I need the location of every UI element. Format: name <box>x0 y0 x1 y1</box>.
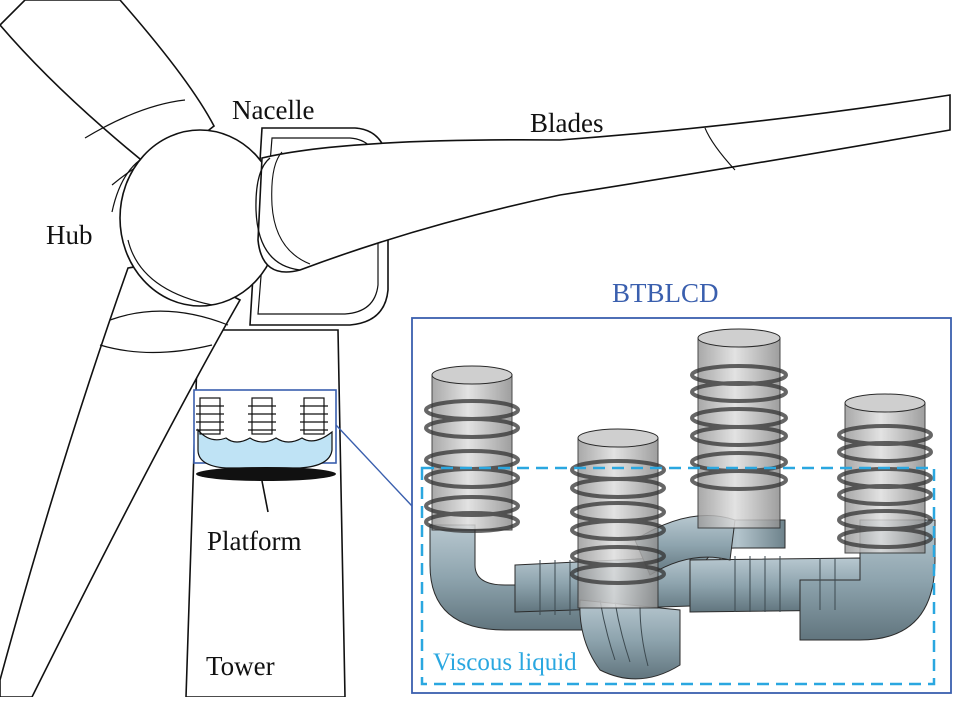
btblcd-detail <box>411 317 952 694</box>
zoom-connectors <box>335 424 413 507</box>
column-2 <box>570 428 666 609</box>
viscous-liquid-label: Viscous liquid <box>433 649 577 676</box>
platform-inset <box>193 389 337 513</box>
blade-right <box>255 94 951 273</box>
column-4 <box>837 393 933 554</box>
nacelle-label: Nacelle <box>232 95 315 125</box>
column-3 <box>690 328 788 529</box>
hub-label: Hub <box>46 220 93 250</box>
tower-label: Tower <box>206 651 275 681</box>
btblcd-label: BTBLCD <box>612 278 719 308</box>
platform-label: Platform <box>207 526 302 556</box>
viscous-liquid-region <box>420 466 936 686</box>
column-1 <box>424 365 520 533</box>
tower <box>185 329 346 698</box>
blades-label: Blades <box>530 108 604 138</box>
